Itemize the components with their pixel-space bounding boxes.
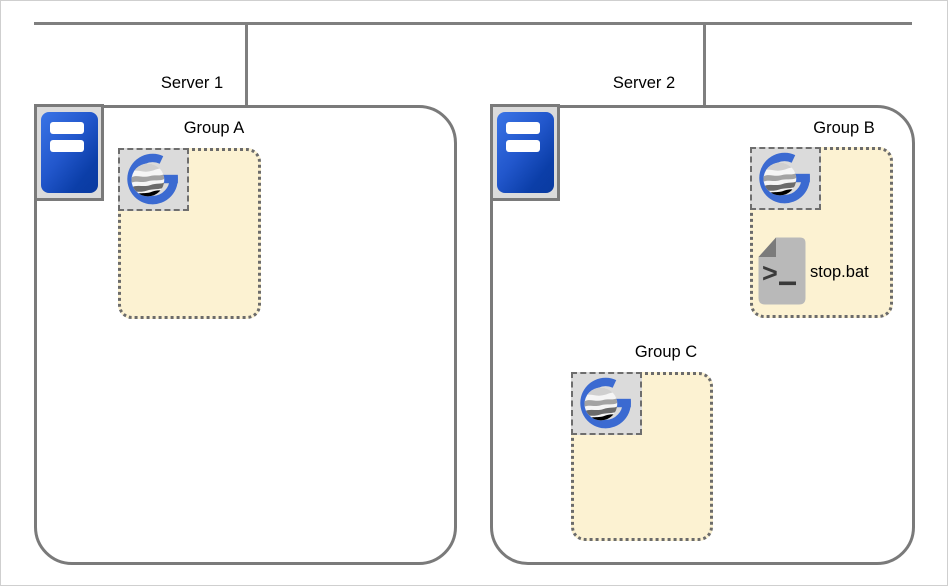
server-slot-bar	[506, 122, 540, 134]
stop-bat-label: stop.bat	[810, 263, 869, 281]
server-slot-bar	[506, 140, 540, 152]
server-icon	[34, 104, 104, 201]
server2-label: Server 2	[612, 74, 676, 92]
server2-connector-line	[703, 22, 706, 105]
server1-connector-line	[245, 22, 248, 105]
server-slot-bar	[50, 122, 84, 134]
server-slot-bar	[50, 140, 84, 152]
group-b-label: Group B	[813, 119, 875, 137]
terminal-file-icon	[758, 237, 806, 305]
server-tower-shape	[497, 112, 554, 193]
group-a-box	[118, 148, 261, 319]
server-tower-shape	[41, 112, 98, 193]
g-globe-logo-icon	[752, 149, 819, 208]
server-icon	[490, 104, 560, 201]
group-c-logo-tile	[571, 372, 642, 435]
group-c-label: Group C	[634, 343, 698, 361]
group-a-logo-tile	[118, 148, 189, 211]
g-globe-logo-icon	[120, 150, 187, 209]
network-bus-line	[34, 22, 912, 25]
group-a-label: Group A	[183, 119, 245, 137]
group-b-logo-tile	[750, 147, 821, 210]
server1-label: Server 1	[160, 74, 224, 92]
g-globe-logo-icon	[573, 374, 640, 433]
